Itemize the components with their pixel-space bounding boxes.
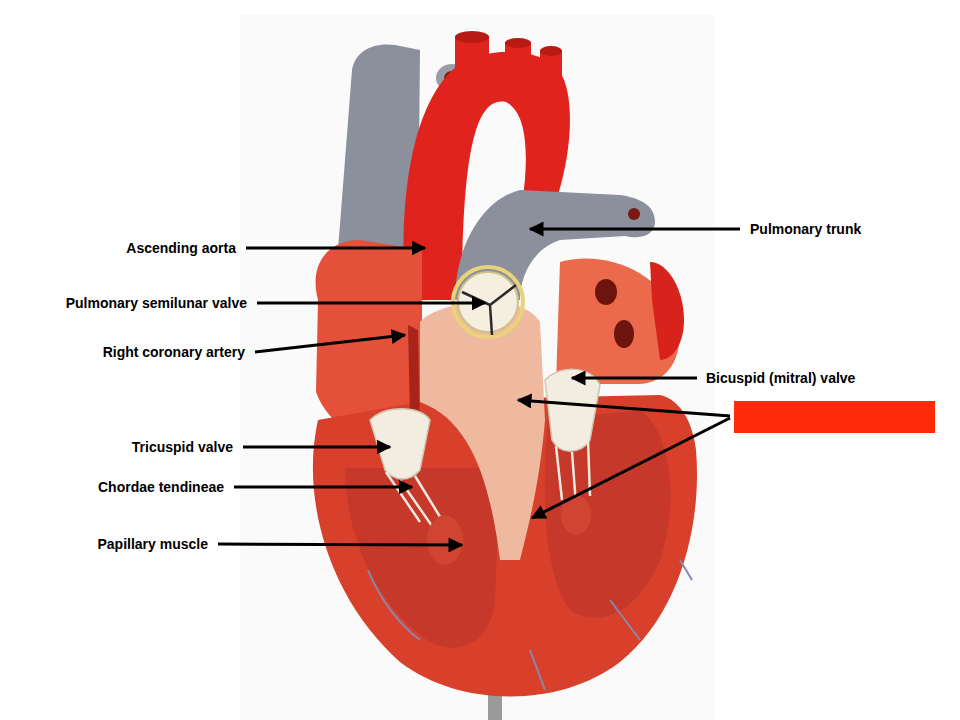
part-label: Pulmonary trunk (750, 220, 861, 238)
valve-cusps (462, 285, 516, 335)
aortic-branch-top (540, 46, 562, 56)
chordae (556, 440, 590, 505)
photo-ground (240, 15, 715, 720)
part-label: Ascending aorta (126, 239, 236, 257)
leader-line (255, 335, 405, 352)
leader-line (243, 446, 390, 449)
aortic-branch-top (505, 38, 531, 48)
vein-opening (595, 279, 617, 305)
leader-line (572, 377, 697, 380)
chordae (386, 472, 442, 526)
leader-line (530, 228, 740, 231)
part-label: Chordae tendineae (98, 478, 224, 496)
vein-opening (614, 320, 634, 348)
answer-box (734, 401, 935, 433)
leader-line (518, 400, 730, 416)
leader-line (532, 418, 730, 518)
part-label: Papillary muscle (97, 535, 208, 553)
papillary-muscle-shape (427, 515, 463, 565)
aortic-branch-top (455, 31, 489, 43)
leader-line (257, 302, 485, 305)
right-ventricle-cavity (345, 468, 500, 648)
tricuspid-valve-leaflets (370, 409, 430, 479)
part-label: Pulmonary semilunar valve (66, 294, 247, 312)
coronary-vessels (368, 560, 692, 690)
leader-line (246, 247, 425, 250)
mitral-valve-leaflets (545, 369, 600, 451)
part-label: Bicuspid (mitral) valve (706, 369, 855, 387)
part-label: Right coronary artery (103, 343, 245, 361)
part-label: Tricuspid valve (132, 438, 233, 456)
leader-line (218, 544, 462, 545)
leader-line (234, 486, 412, 489)
pulmonary-veins (650, 262, 684, 360)
vessel-lumen (628, 208, 640, 220)
